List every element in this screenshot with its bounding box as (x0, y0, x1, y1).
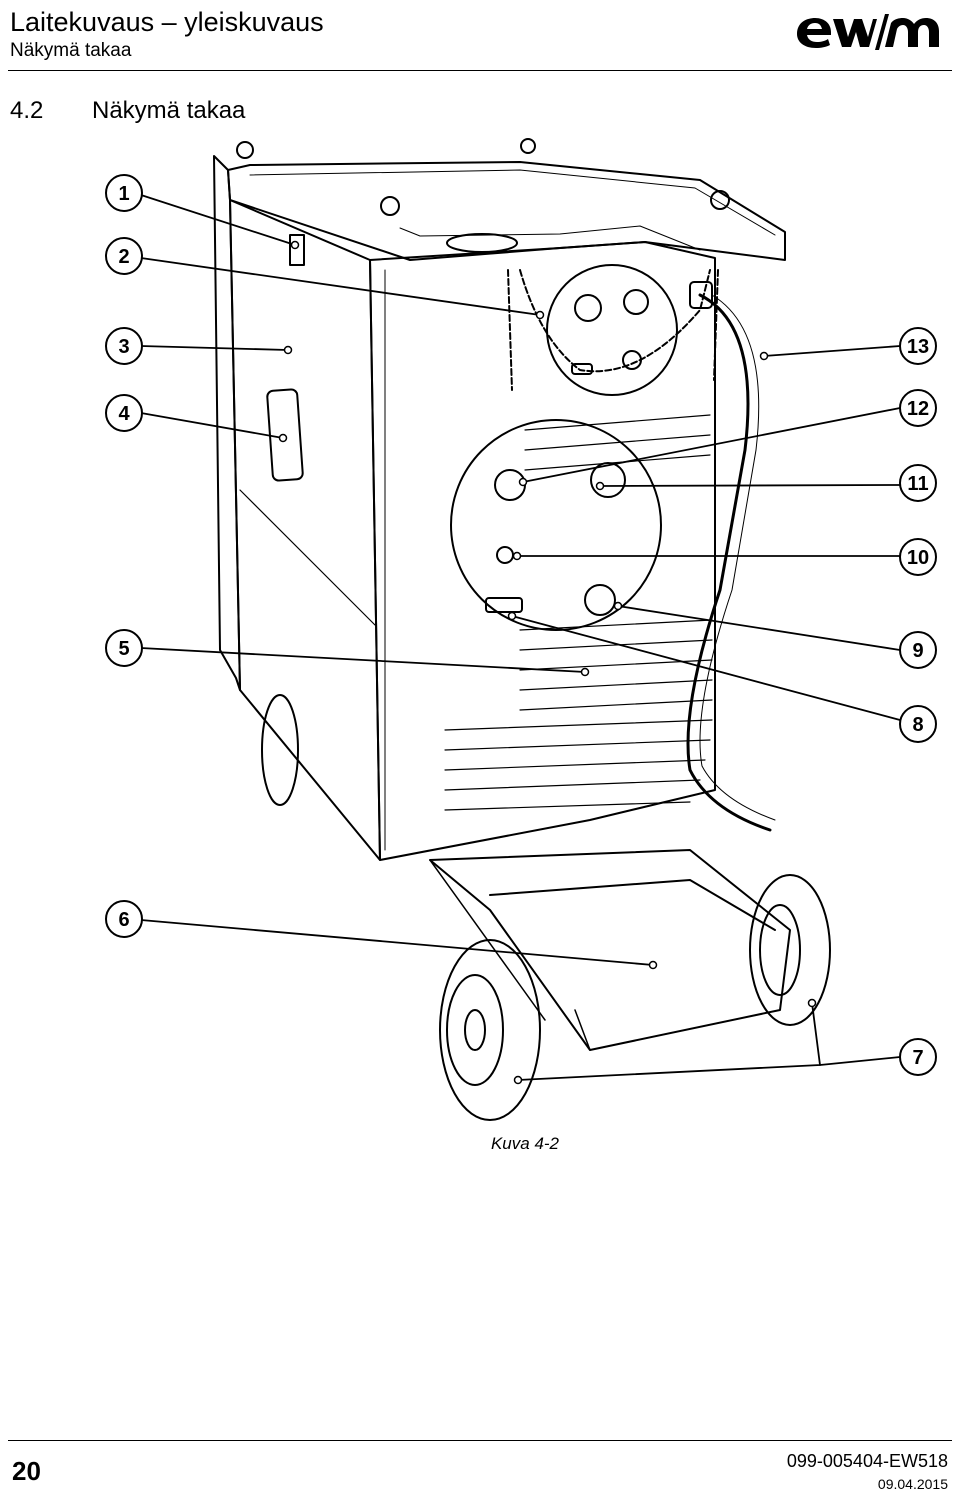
rear-panel (369, 241, 716, 861)
lower-connector-panel (450, 419, 662, 631)
svg-text:11: 11 (907, 473, 928, 495)
svg-text:4: 4 (118, 403, 130, 425)
header-rule (8, 70, 952, 71)
svg-text:12: 12 (907, 398, 929, 420)
footer-rule (8, 1440, 952, 1441)
header-subtitle: Näkymä takaa (10, 40, 132, 61)
callout-2: 2 (105, 237, 143, 275)
svg-text:3: 3 (118, 336, 129, 358)
lifting-eye-front-left (380, 196, 400, 216)
upper-connector-panel (546, 264, 678, 396)
svg-text:6: 6 (118, 909, 129, 931)
document-number: 099-005404-EW518 (786, 1451, 948, 1471)
lifting-eye-left (236, 141, 254, 159)
callout-7: 7 (899, 1038, 937, 1076)
callout-13: 13 (899, 327, 937, 365)
lifting-eye-front-right (710, 190, 730, 210)
wheel-left (439, 939, 541, 1121)
svg-text:7: 7 (912, 1047, 923, 1069)
svg-text:13: 13 (907, 336, 929, 358)
svg-text:10: 10 (907, 547, 929, 569)
lifting-eye-back (520, 138, 536, 154)
callout-3: 3 (105, 327, 143, 365)
svg-text:5: 5 (118, 638, 129, 660)
section-heading: 4.2 Näkymä takaa (10, 96, 245, 126)
figure-caption: Kuva 4-2 (490, 1134, 560, 1153)
cabinet-side-panel (229, 199, 381, 861)
cabinet-top (227, 161, 786, 261)
header-title: Laitekuvaus – yleiskuvaus (10, 7, 324, 37)
callout-1: 1 (105, 174, 143, 212)
ewm-logo (797, 14, 939, 50)
cable-tray (429, 849, 791, 1051)
ventilation-grille (444, 414, 713, 811)
wheel-right (749, 874, 831, 1026)
callout-9: 9 (899, 631, 937, 669)
svg-text:9: 9 (912, 640, 923, 662)
page-number: 20 (12, 1456, 41, 1486)
callout-6: 6 (105, 900, 143, 938)
svg-text:1: 1 (118, 183, 129, 205)
side-latch (289, 234, 305, 266)
section-title: Näkymä takaa (92, 97, 246, 124)
document-date: 09.04.2015 (877, 1476, 948, 1492)
callout-4: 4 (105, 394, 143, 432)
callout-11: 11 (899, 464, 937, 502)
callout-8: 8 (899, 705, 937, 743)
coolant-hose (686, 293, 772, 832)
svg-text:8: 8 (912, 714, 923, 736)
callout-12: 12 (899, 389, 937, 427)
section-number: 4.2 (10, 97, 44, 124)
callout-10: 10 (899, 538, 937, 576)
svg-text:2: 2 (118, 246, 129, 268)
callout-5: 5 (105, 629, 143, 667)
rear-view-figure: 1 2 3 4 5 6 7 8 9 10 11 12 13 (105, 138, 937, 1121)
